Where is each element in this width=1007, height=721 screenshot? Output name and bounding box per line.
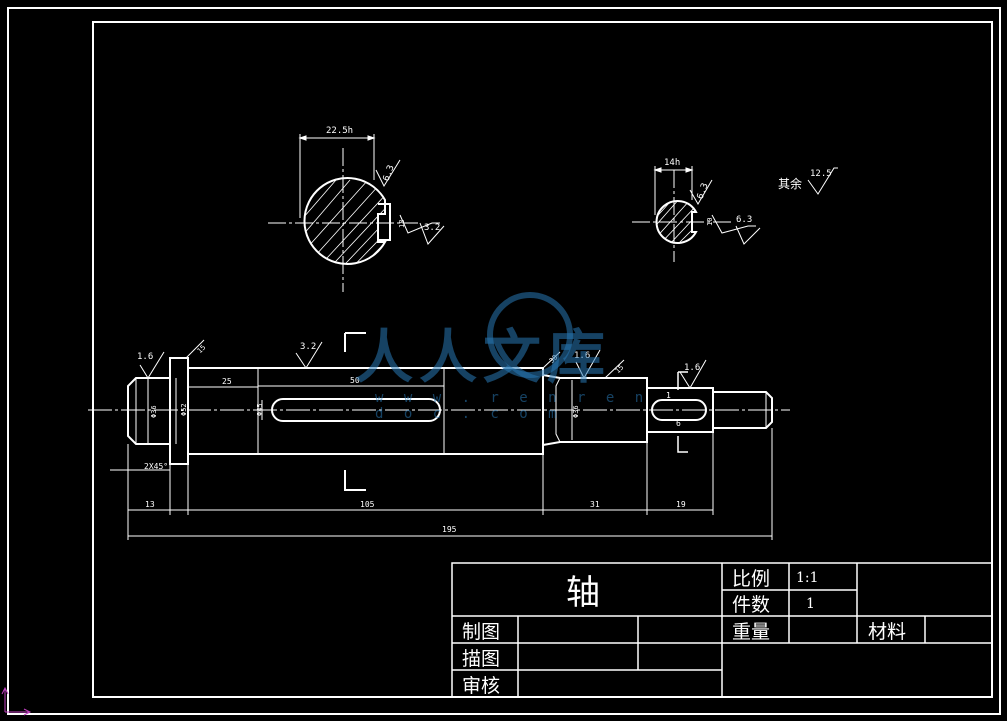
scale-label: 比例	[732, 568, 770, 590]
ucs-icon	[1, 686, 32, 716]
checked-by-label: 审核	[462, 675, 500, 697]
dim-total: 195	[442, 525, 457, 534]
dim-seg-19: 19	[676, 500, 686, 509]
dim-d-a: 15	[196, 343, 208, 355]
dim-seg-31: 31	[590, 500, 600, 509]
left-section-view	[268, 134, 445, 292]
others-label: 其余	[778, 176, 802, 191]
material-label: 材料	[868, 621, 906, 643]
left-key-width-label: 22.5h	[326, 126, 353, 136]
dim-d-c: 15	[614, 363, 626, 375]
dim-seg-13: 13	[145, 500, 155, 509]
left-rough-b: 3.2	[424, 223, 440, 233]
dim-d-b: 30	[548, 353, 560, 365]
outer-frame	[7, 7, 1001, 715]
right-key-width-label: 14h	[664, 158, 680, 168]
dim-seg-105: 105	[360, 500, 375, 509]
title-block	[451, 562, 993, 698]
rough-mid-label: 1.6	[574, 351, 590, 361]
dim-key-small-b: 6	[676, 419, 681, 428]
right-section-view	[632, 166, 838, 262]
count-value: 1	[806, 596, 815, 612]
dim-len-key: 50	[350, 376, 360, 385]
drawn-by-label: 制图	[462, 621, 500, 643]
left-depth-label: 18	[398, 220, 406, 228]
right-rough-b: 6.3	[736, 215, 752, 225]
dim-len-25: 25	[222, 377, 232, 386]
traced-by-label: 描图	[462, 648, 500, 670]
right-depth-label: 10	[706, 218, 714, 226]
dim-left-dia: Φ36	[150, 405, 158, 418]
weight-label: 重量	[732, 621, 770, 643]
others-rough: 12.5	[810, 169, 832, 179]
rough-right-label: 1.6	[684, 363, 700, 373]
dim-key-small-a: 1	[666, 391, 671, 400]
dim-main-dia: Φ45	[256, 403, 264, 416]
part-name: 轴	[566, 573, 600, 613]
count-label: 件数	[732, 594, 770, 616]
rough-left-label: 1.6	[137, 352, 153, 362]
right-rough-a: 6.3	[696, 182, 711, 201]
shaft-dimensions	[110, 339, 773, 540]
shaft-main-view	[88, 332, 790, 491]
dim-collar-dia: Φ52	[180, 403, 188, 416]
scale-value: 1:1	[796, 570, 819, 586]
left-rough-a: 6.3	[382, 164, 397, 183]
rough-top-label: 3.2	[300, 342, 316, 352]
dim-mid-dia: Φ36	[572, 405, 580, 418]
dim-chamfer: 2X45°	[144, 462, 168, 471]
